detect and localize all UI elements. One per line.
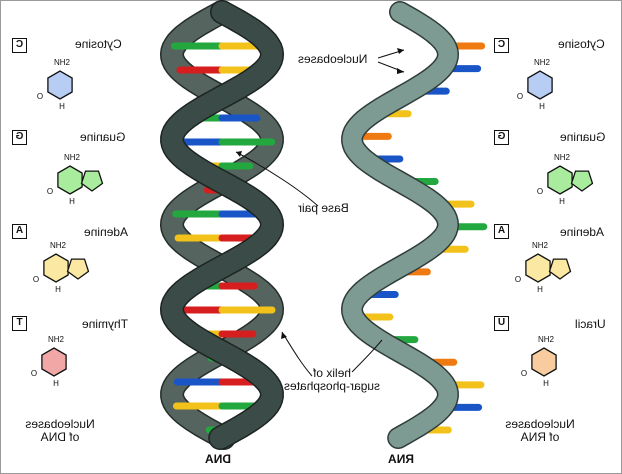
- thymine-oxygen-atom: O: [31, 369, 37, 378]
- adenine-label: Adenine: [84, 225, 129, 239]
- cytosine-hydrogen-atom: H: [539, 102, 545, 111]
- cytosine-structure-icon: [47, 70, 73, 100]
- rna-bases-caption: Nucleobases of RNA: [500, 417, 580, 444]
- base-pair-label: Base pair: [298, 201, 349, 215]
- cytosine-hydrogen-atom: H: [59, 102, 65, 111]
- uracil-amine-atom: NH2: [538, 335, 555, 344]
- arrowhead: [397, 48, 404, 54]
- guanine-structure-icon: [547, 165, 573, 195]
- adenine-structure-icon: [525, 253, 551, 283]
- dna-bases-caption-line2: of DNA: [40, 430, 80, 444]
- adenine-badge: A: [12, 224, 27, 239]
- dna-title: DNA: [205, 452, 231, 466]
- dna-back-strand: [161, 1, 283, 449]
- nucleobases-label: Nucleobases: [298, 52, 368, 66]
- adenine-amine-atom: NH2: [50, 241, 67, 250]
- adenine-oxygen-atom: O: [515, 275, 521, 284]
- guanine-hydrogen-atom: H: [559, 197, 565, 206]
- guanine-amine-atom: NH2: [64, 153, 81, 162]
- guanine-structure-icon-five-ring: [570, 170, 594, 192]
- adenine-structure-icon: [43, 253, 69, 283]
- uracil-badge: U: [494, 316, 509, 331]
- label-pointers: [235, 48, 405, 377]
- cytosine-label: Cytosine: [75, 37, 122, 51]
- adenine-hydrogen-atom: H: [55, 285, 61, 294]
- guanine-oxygen-atom: O: [537, 187, 543, 196]
- guanine-badge: G: [12, 130, 27, 145]
- rna-single-helix: [340, 1, 488, 449]
- guanine-structure-icon: [57, 165, 83, 195]
- rna-strand: [342, 2, 458, 448]
- adenine-structure-icon-five-ring: [66, 258, 90, 280]
- cytosine-amine-atom: NH2: [534, 58, 551, 67]
- dna-bases-caption: Nucleobases of DNA: [20, 417, 100, 444]
- uracil-oxygen-atom: O: [521, 369, 527, 378]
- cytosine-amine-atom: NH2: [54, 58, 71, 67]
- uracil-hydrogen-atom: H: [543, 379, 549, 388]
- guanine-label: Guanine: [560, 130, 606, 144]
- thymine-structure-icon: [41, 347, 67, 377]
- cytosine-structure-icon: [527, 70, 553, 100]
- adenine-badge: A: [494, 224, 509, 239]
- adenine-hydrogen-atom: H: [537, 285, 543, 294]
- helix-label-line2: sugar-phosphates: [283, 379, 381, 393]
- rna-title: RNA: [388, 452, 414, 466]
- guanine-amine-atom: NH2: [554, 153, 571, 162]
- arrowhead: [236, 151, 242, 157]
- adenine-structure-icon-five-ring: [548, 258, 572, 280]
- thymine-label: Thymine: [82, 317, 129, 331]
- rna-bases-caption-line2: of RNA: [520, 430, 560, 444]
- cytosine-oxygen-atom: O: [37, 92, 43, 101]
- helix-label: helix of sugar-phosphates: [280, 366, 384, 393]
- adenine-oxygen-atom: O: [33, 275, 39, 284]
- adenine-amine-atom: NH2: [532, 241, 549, 250]
- guanine-structure-icon-five-ring: [80, 170, 104, 192]
- arrowhead: [397, 68, 404, 74]
- helix-pointer-rna: [351, 339, 383, 373]
- thymine-hydrogen-atom: H: [53, 379, 59, 388]
- uracil-label: Uracil: [575, 317, 606, 331]
- base-pair-pointer: [235, 151, 319, 207]
- guanine-label: Guanine: [80, 130, 126, 144]
- adenine-label: Adenine: [560, 225, 605, 239]
- cytosine-label: Cytosine: [558, 37, 605, 51]
- guanine-hydrogen-atom: H: [69, 197, 75, 206]
- uracil-structure-icon: [531, 347, 557, 377]
- cytosine-badge: C: [12, 38, 27, 53]
- thymine-badge: T: [12, 316, 27, 331]
- dna-front-strand: [161, 1, 283, 449]
- thymine-amine-atom: NH2: [48, 335, 65, 344]
- guanine-oxygen-atom: O: [47, 187, 53, 196]
- cytosine-badge: C: [494, 38, 509, 53]
- arrowhead: [281, 332, 287, 339]
- cytosine-oxygen-atom: O: [517, 92, 523, 101]
- guanine-badge: G: [494, 130, 509, 145]
- dna-double-helix: [159, 0, 285, 450]
